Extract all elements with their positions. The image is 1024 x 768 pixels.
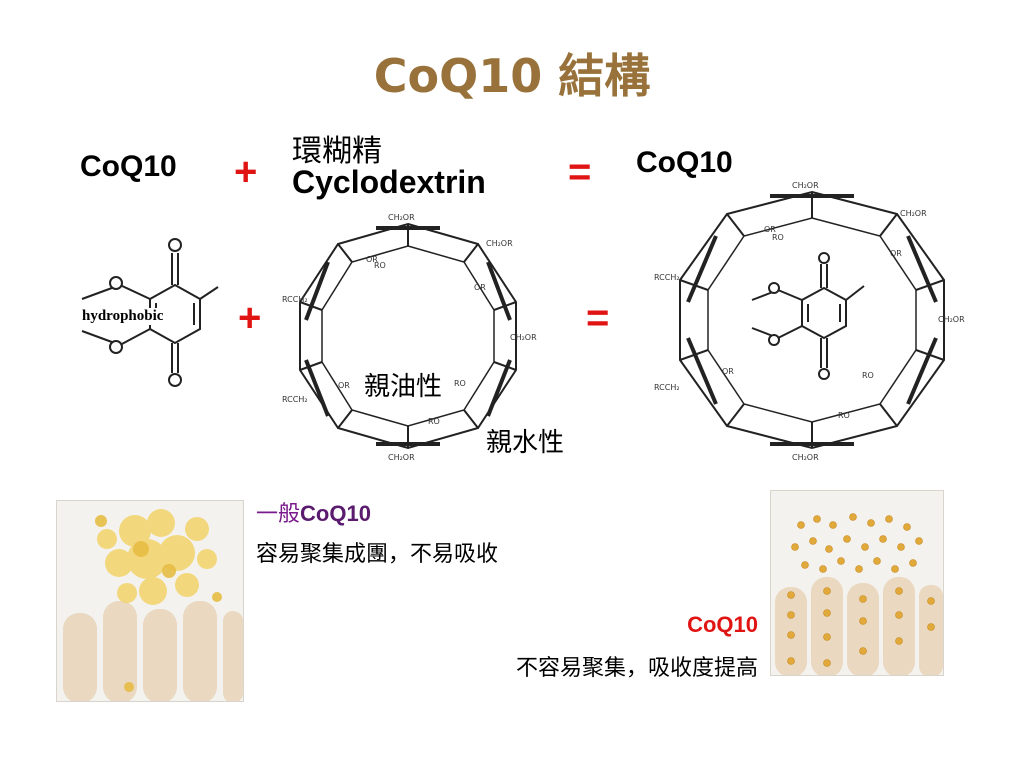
- ring-label-ro: RO: [454, 379, 466, 388]
- ring-label-ch2or: CH₂OR: [510, 333, 537, 342]
- ordinary-name: CoQ10: [300, 501, 371, 526]
- ordinary-prefix: 一般: [256, 502, 301, 527]
- ring-label-ro: RO: [838, 411, 850, 420]
- ring-label-ch2or: CH₂OR: [388, 453, 415, 462]
- improved-coq10-heading: CoQ10: [687, 612, 758, 637]
- ordinary-coq10-heading: 一般CoQ10: [256, 496, 371, 528]
- ring-label-ro: RO: [428, 417, 440, 426]
- coq10-inclusion-complex-structure: CH₂OR CH₂OR CH₂OR CH₂OR RCCH₂ RCCH₂ OR O…: [654, 181, 965, 462]
- aggregation-illustration-left: [63, 509, 243, 703]
- ring-label-ro: RO: [374, 261, 386, 270]
- cyclodextrin-ring-structure: CH₂OR CH₂OR CH₂OR CH₂OR RCCH₂ RCCH₂ OR O…: [282, 213, 537, 462]
- cyclodextrin-chinese-label: 環糊精: [292, 134, 382, 169]
- improved-coq10-illustration: [770, 490, 944, 677]
- ring-label-or: OR: [338, 381, 350, 390]
- ring-label-rcch2: RCCH₂: [282, 295, 308, 304]
- plus-operator-top: +: [234, 150, 258, 194]
- coq10-label-left: CoQ10: [80, 150, 177, 183]
- ring-label-or: OR: [722, 367, 734, 376]
- improved-coq10-description: 不容易聚集，吸收度提高: [515, 656, 758, 681]
- ring-label-ro: RO: [772, 233, 784, 242]
- equals-operator-mid: =: [586, 296, 610, 340]
- equals-operator-top: =: [568, 150, 592, 194]
- ring-label-or: OR: [474, 283, 486, 292]
- ring-label-ch2or: CH₂OR: [900, 209, 927, 218]
- cyclodextrin-english-label: Cyclodextrin: [292, 164, 486, 200]
- ring-label-ch2or: CH₂OR: [938, 315, 965, 324]
- dispersion-illustration-right: [775, 513, 943, 677]
- ring-label-or: OR: [764, 225, 776, 234]
- ordinary-coq10-illustration: [56, 500, 244, 703]
- ring-label-ch2or: CH₂OR: [792, 181, 819, 190]
- ring-label-ch2or: CH₂OR: [388, 213, 415, 222]
- coq10-molecule-structure: [81, 238, 219, 387]
- lipophilic-label: 親油性: [364, 372, 443, 402]
- hydrophobic-label: hydrophobic: [80, 308, 166, 325]
- ring-label-ch2or: CH₂OR: [792, 453, 819, 462]
- ring-label-or: OR: [366, 255, 378, 264]
- ring-label-ch2or: CH₂OR: [486, 239, 513, 248]
- plus-operator-mid: +: [238, 296, 262, 340]
- ring-label-or: OR: [890, 249, 902, 258]
- ring-label-ro: RO: [862, 371, 874, 380]
- hydrophilic-label: 親水性: [486, 428, 565, 458]
- page-title: CoQ10 結構: [373, 49, 651, 103]
- ring-label-rcch2: RCCH₂: [654, 273, 680, 282]
- ring-label-rcch2: RCCH₂: [654, 383, 680, 392]
- ordinary-coq10-description: 容易聚集成團，不易吸收: [256, 542, 499, 567]
- coq10-label-right: CoQ10: [636, 146, 733, 179]
- ring-label-rcch2: RCCH₂: [282, 395, 308, 404]
